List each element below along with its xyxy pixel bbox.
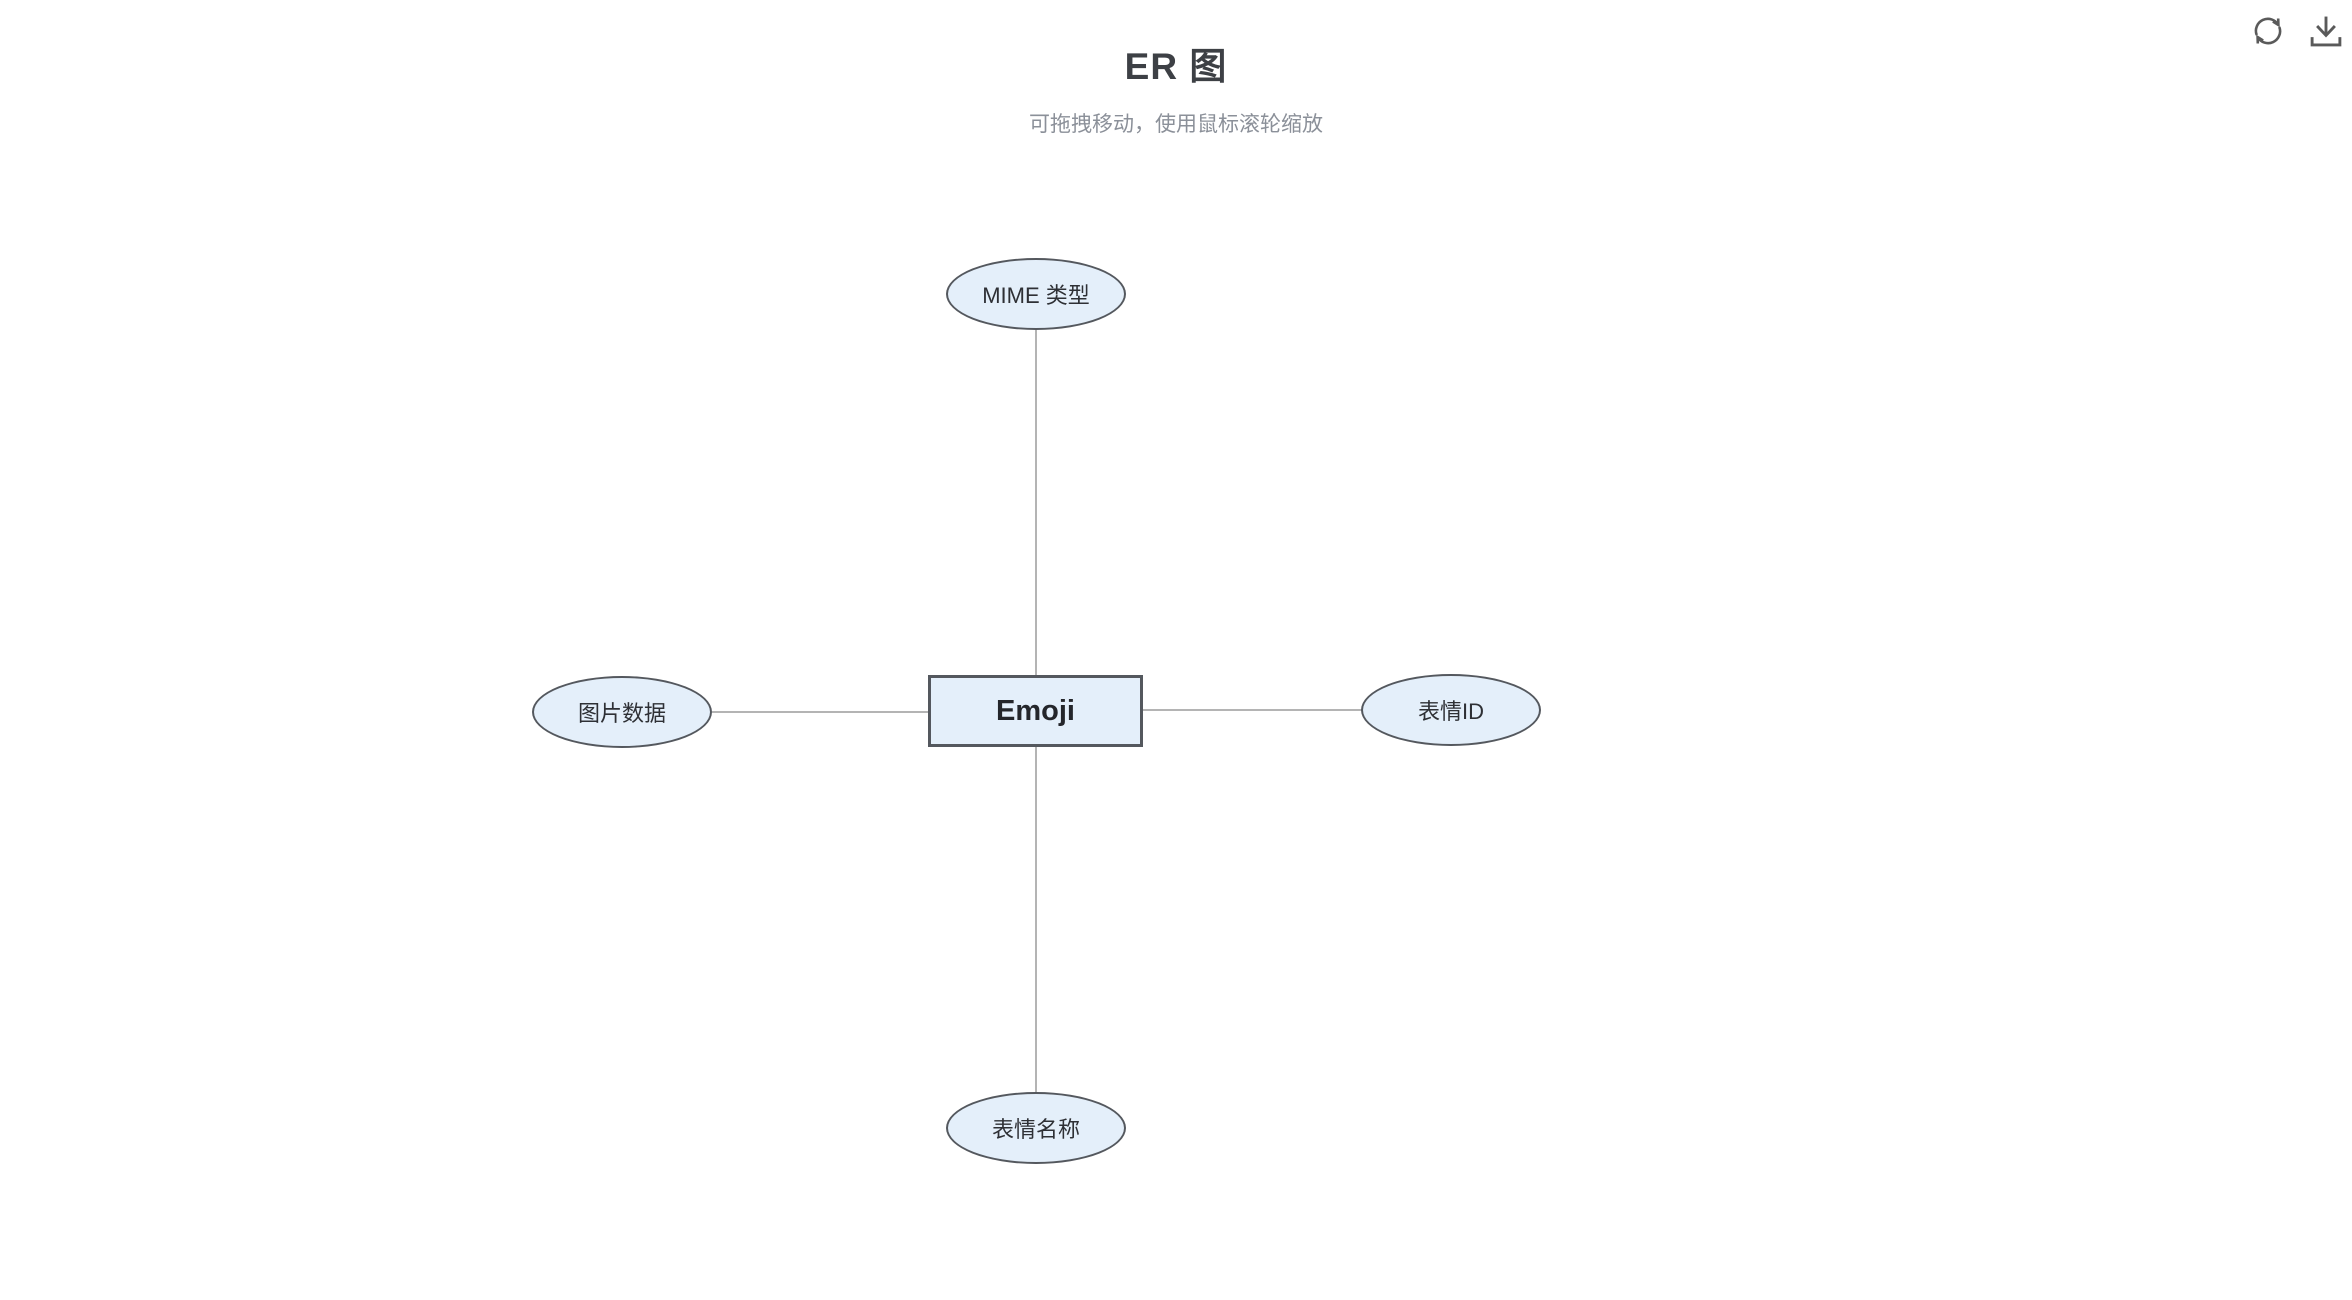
attribute-emoji-name[interactable]: 表情名称 [946,1092,1126,1164]
attribute-image-data[interactable]: 图片数据 [532,676,712,748]
attribute-emoji-id[interactable]: 表情ID [1361,674,1541,746]
attribute-image-data-label: 图片数据 [578,696,666,728]
toolbar [2248,12,2346,52]
entity-emoji[interactable]: Emoji [928,675,1143,747]
refresh-icon [2249,12,2287,53]
refresh-button[interactable] [2248,12,2288,52]
attribute-mime-type-label: MIME 类型 [982,278,1090,310]
entity-emoji-label: Emoji [996,695,1075,728]
download-icon [2306,11,2346,54]
attribute-emoji-id-label: 表情ID [1418,694,1484,726]
attribute-emoji-name-label: 表情名称 [992,1112,1080,1144]
attribute-mime-type[interactable]: MIME 类型 [946,258,1126,330]
download-button[interactable] [2306,12,2346,52]
